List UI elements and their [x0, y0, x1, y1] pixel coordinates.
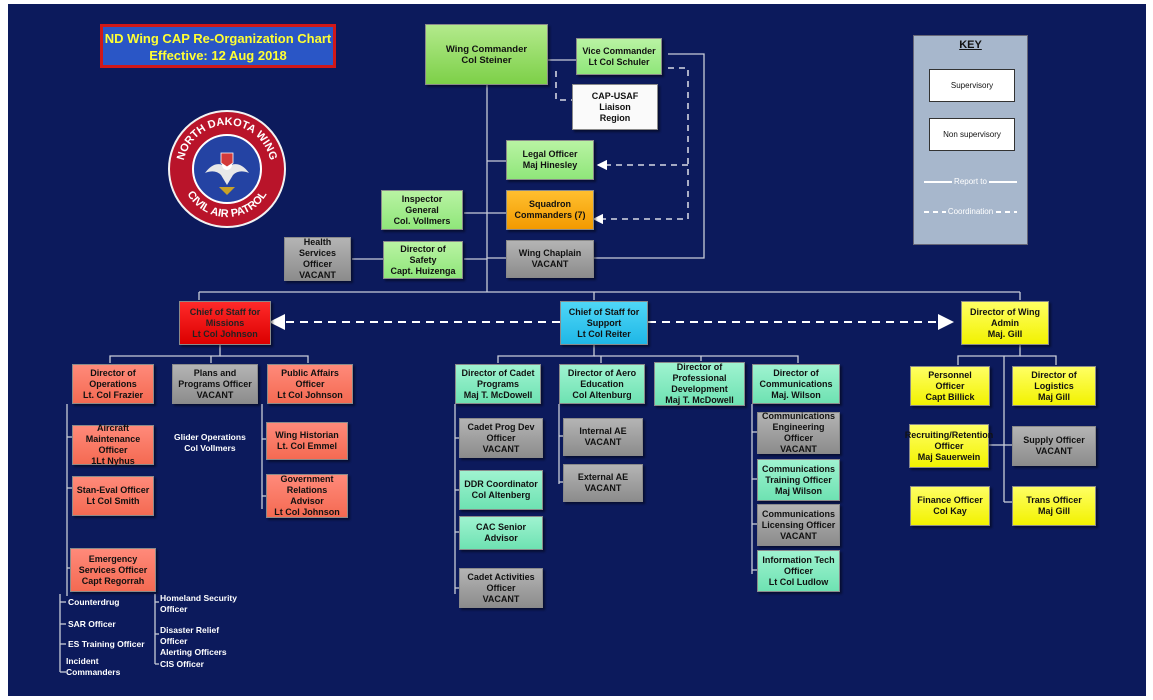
chart-title: ND Wing CAP Re-Organization Chart Effect… — [100, 24, 336, 68]
legend-coordination: Coordination — [945, 207, 996, 216]
text-cis-officer: CIS Officer — [160, 659, 204, 669]
org-chart-canvas: ND Wing CAP Re-Organization Chart Effect… — [8, 4, 1146, 696]
legend-supervisory: Supervisory — [929, 69, 1015, 102]
legend-non-supervisory: Non supervisory — [929, 118, 1015, 151]
nd-wing-seal-icon: NORTH DAKOTA WING CIVIL AIR PATROL — [168, 110, 286, 228]
chart-title-line1: ND Wing CAP Re-Organization Chart — [104, 31, 332, 46]
text-sar-officer: SAR Officer — [68, 619, 116, 629]
text-counterdrug: Counterdrug — [68, 597, 120, 607]
legend-key: KEY Supervisory Non supervisory Report t… — [913, 35, 1028, 245]
box-cac-senior-advisor: CAC Senior Advisor — [459, 516, 543, 550]
legend-heading: KEY — [959, 39, 982, 51]
connector-lines — [59, 53, 1057, 673]
text-alerting-officers: Alerting Officers — [160, 647, 227, 657]
chart-title-line2: Effective: 12 Aug 2018 — [149, 48, 287, 63]
legend-report-to: Report to — [952, 177, 989, 186]
text-es-training-officer: ES Training Officer — [68, 639, 145, 649]
